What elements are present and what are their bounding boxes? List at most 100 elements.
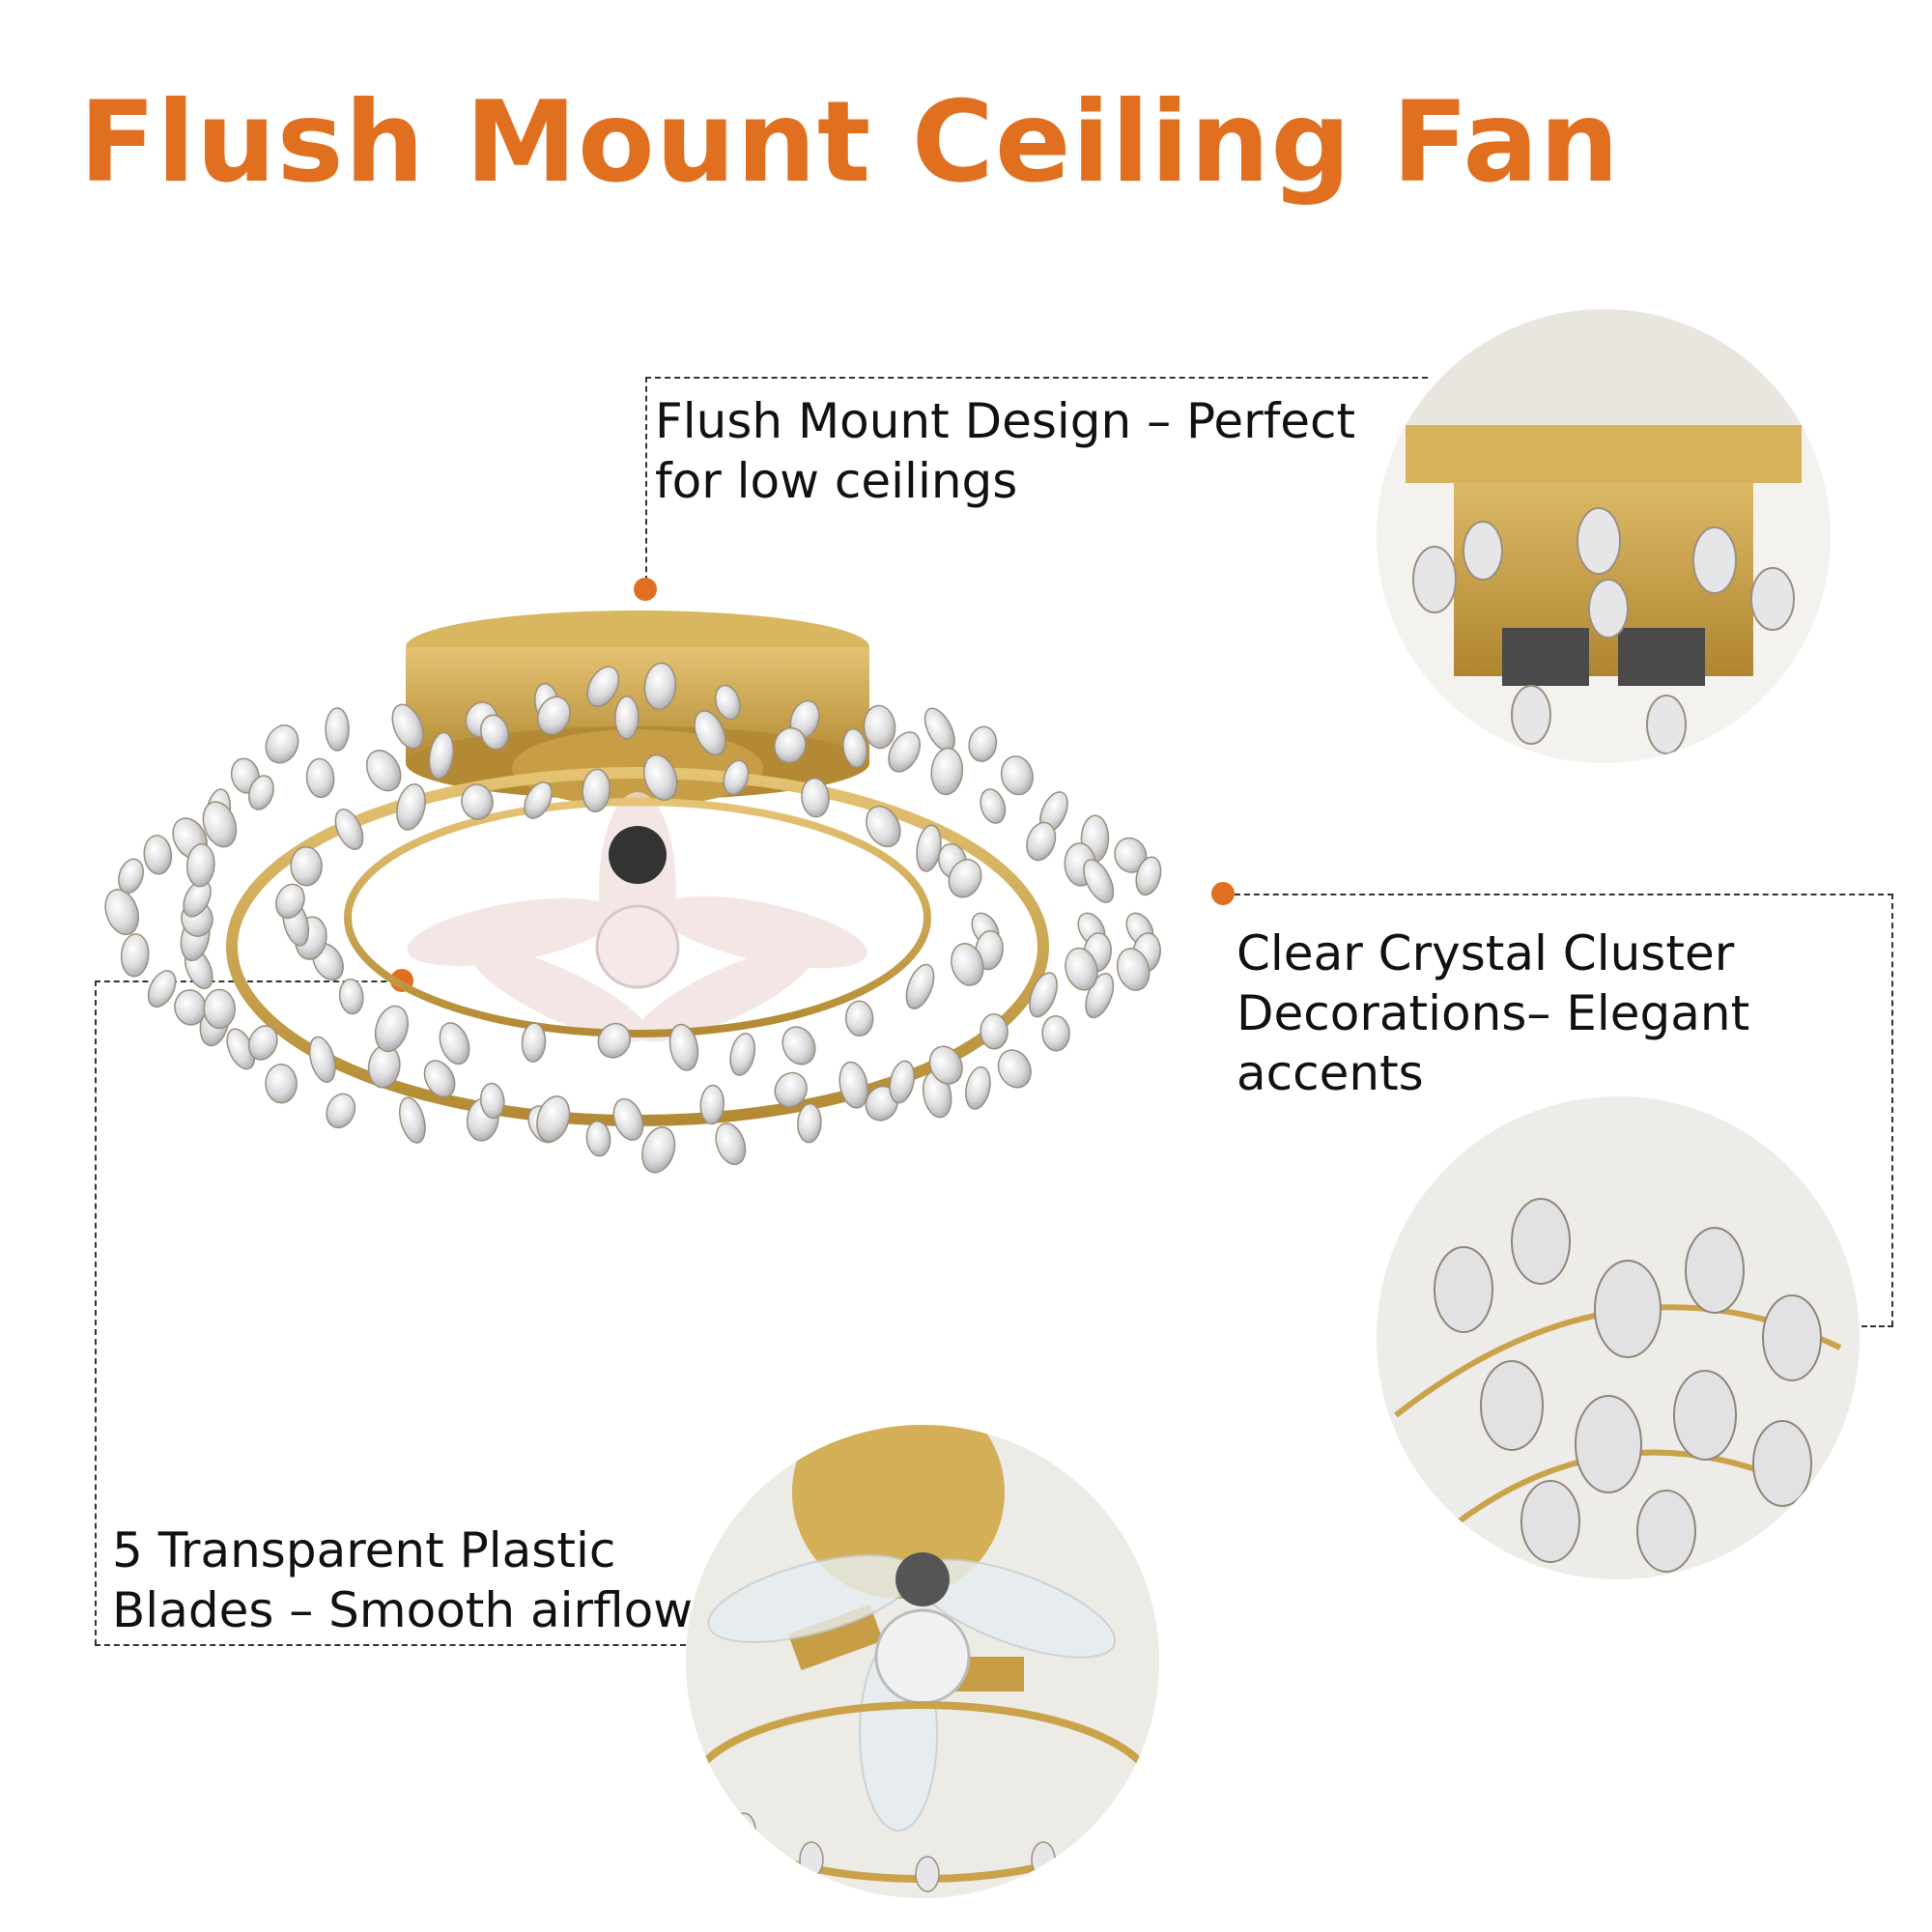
crystal-drop (365, 750, 402, 792)
crystal-drop (428, 731, 455, 780)
crystal-drop (536, 696, 571, 735)
crystal-drop (338, 978, 364, 1015)
crystal-drop (923, 707, 955, 753)
crystal-drop (948, 859, 982, 898)
crystal-drop (325, 707, 350, 752)
crystal-drop (104, 889, 139, 936)
crystal-drop (928, 1045, 963, 1085)
crystal-drop (842, 727, 868, 769)
crystal-drop (951, 943, 984, 986)
crystal-drop (1065, 947, 1098, 991)
blades-connector-bottom (95, 1644, 686, 1646)
crystal-label: Clear Crystal Cluster Decorations– Elega… (1236, 923, 1749, 1103)
blades-connector-left (95, 980, 97, 1645)
crystal-line-3: accents (1236, 1045, 1424, 1101)
ceiling-fan-product-image (104, 611, 1162, 1174)
crystal-drop (597, 1022, 631, 1059)
crystal-drop (203, 988, 236, 1030)
flush-mount-label: Flush Mount Design – Perfect for low cei… (655, 391, 1355, 511)
blades-line-1: 5 Transparent Plastic (112, 1522, 616, 1578)
blades-detail-image (686, 1425, 1159, 1898)
crystal-drop (668, 1023, 699, 1071)
crystal-drop (334, 809, 364, 850)
crystal-marker-dot (1211, 882, 1235, 905)
blades-label: 5 Transparent Plastic Blades – Smooth ai… (112, 1520, 693, 1640)
crystal-drop (247, 775, 274, 810)
crystal-drop (265, 724, 299, 764)
crystal-drop (305, 757, 335, 799)
crystal-drop (582, 768, 611, 813)
crystal-drop (614, 696, 639, 740)
crystal-drop (423, 1060, 456, 1098)
crystal-line-2: Decorations– Elegant (1236, 985, 1750, 1041)
crystal-drop (586, 666, 620, 707)
crystal-drop (1000, 755, 1034, 796)
crystal-drop (866, 805, 901, 848)
crystal-drop (980, 1013, 1009, 1050)
blades-connector-top (95, 980, 406, 982)
crystal-drop (844, 1000, 874, 1037)
page-title: Flush Mount Ceiling Fan (79, 77, 1621, 208)
crystal-drop (774, 1071, 808, 1108)
crystal-drop (521, 1022, 547, 1063)
crystal-drop (965, 1065, 991, 1110)
crystal-drop (801, 777, 830, 818)
crystal-drop (396, 783, 426, 831)
flush-mount-line-2: for low ceilings (655, 453, 1018, 509)
canopy-detail-image (1377, 309, 1831, 763)
crystal-drop (781, 1026, 816, 1065)
crystal-drop (905, 963, 935, 1009)
crystal-drop (374, 1005, 409, 1053)
crystal-connector-bottom (1853, 1325, 1893, 1327)
crystal-drop (202, 801, 238, 848)
crystal-drop (612, 1097, 644, 1141)
crystal-drop (326, 1093, 356, 1129)
crystal-drop (1135, 856, 1162, 896)
crystal-drop (1083, 859, 1115, 903)
crystal-drop (275, 883, 305, 920)
crystal-drop (247, 1025, 278, 1061)
flush-mount-connector-v (645, 377, 647, 582)
crystal-drop (461, 783, 494, 820)
crystal-drop (643, 753, 678, 801)
crystal-drop (889, 1060, 916, 1104)
crystal-drop (524, 781, 553, 819)
crystal-drop (186, 842, 215, 888)
crystal-line-1: Clear Crystal Cluster (1236, 925, 1735, 981)
crystal-drop (641, 1126, 676, 1174)
crystal-connector-top (1235, 894, 1893, 895)
crystal-drop (118, 858, 144, 895)
crystal-drop (143, 835, 173, 875)
crystal-drop (797, 1102, 822, 1144)
crystal-detail-image (1377, 1096, 1860, 1579)
crystal-drop (968, 725, 998, 762)
flush-mount-connector-h (645, 377, 1428, 379)
crystal-drop (479, 714, 510, 751)
crystal-drop (1029, 972, 1058, 1018)
crystal-drop (888, 731, 921, 773)
crystal-drop (265, 1063, 298, 1104)
crystal-drop (863, 704, 896, 750)
crystal-drop (838, 1061, 868, 1109)
crystal-drop (1041, 1014, 1070, 1052)
crystal-drop (479, 1082, 505, 1120)
crystal-connector-right (1891, 894, 1893, 1326)
blades-line-2: Blades – Smooth airflow (112, 1582, 694, 1638)
crystal-drop (980, 788, 1007, 824)
crystal-drop (290, 845, 323, 887)
crystal-drop (1116, 948, 1151, 991)
crystal-drop (439, 1022, 470, 1065)
crystal-drop (714, 684, 741, 721)
crystal-drop (536, 1095, 571, 1143)
crystal-drop (308, 1036, 336, 1083)
crystal-drop (391, 703, 424, 750)
crystal-drop (147, 970, 177, 1008)
crystal-drop (694, 710, 726, 756)
crystal-drop (930, 747, 964, 796)
crystal-drop (120, 933, 150, 978)
crystal-drop (715, 1122, 747, 1166)
crystal-drop (699, 1084, 725, 1125)
crystal-drop (1026, 821, 1057, 862)
flush-mount-marker-dot (634, 578, 657, 601)
crystal-drop (723, 759, 750, 796)
